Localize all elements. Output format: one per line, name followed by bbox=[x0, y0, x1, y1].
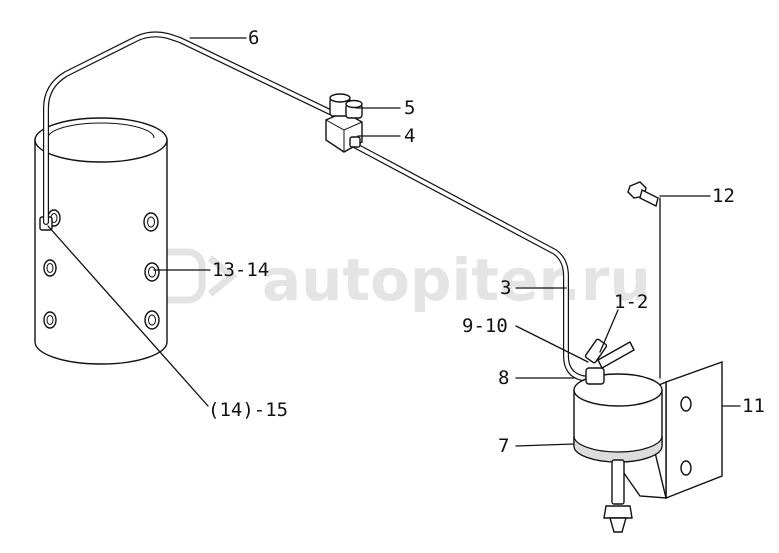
callout-6: 6 bbox=[248, 27, 259, 49]
callout-12: 12 bbox=[712, 185, 735, 207]
valve-assembly-icon bbox=[325, 93, 363, 153]
air-tank bbox=[34, 117, 168, 365]
pipe-3 bbox=[353, 143, 599, 383]
callout-3: 3 bbox=[500, 277, 511, 299]
air-dryer bbox=[573, 338, 663, 533]
tank-port-icon bbox=[43, 209, 160, 330]
callout-labels: 6 5 4 12 13-14 3 1-2 9-10 8 11 7 (14)-15 bbox=[208, 27, 765, 457]
callout-8: 8 bbox=[498, 367, 509, 389]
callout-13-14: 13-14 bbox=[212, 259, 269, 281]
watermark: autopiter.ru bbox=[146, 246, 651, 314]
callout-11: 11 bbox=[742, 395, 765, 417]
bolt-icon bbox=[627, 181, 659, 208]
callout-14-15: (14)-15 bbox=[208, 399, 288, 421]
leader-lines bbox=[47, 37, 741, 447]
callout-1-2: 1-2 bbox=[614, 291, 648, 313]
pipe-6 bbox=[43, 31, 333, 225]
callout-7: 7 bbox=[498, 435, 509, 457]
callout-4: 4 bbox=[404, 125, 415, 147]
callout-9-10: 9-10 bbox=[462, 315, 508, 337]
callout-5: 5 bbox=[404, 97, 415, 119]
watermark-text: autopiter.ru bbox=[262, 246, 651, 314]
